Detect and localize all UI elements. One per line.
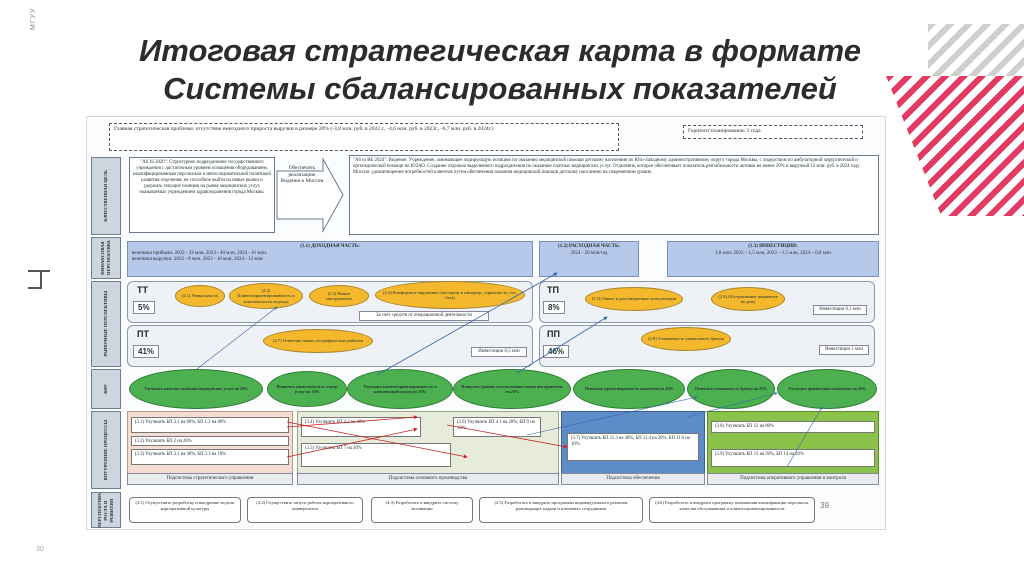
internal-process: (3.5) Улучшить БП 7 на 20% bbox=[301, 443, 451, 467]
kfu-oval: Повысить уникальность и спектр услуг на … bbox=[267, 371, 347, 407]
kfu-oval: Повысить уровень использования новых инс… bbox=[453, 369, 571, 409]
planning-horizon: Горизонт планирования: 3 года bbox=[683, 125, 863, 139]
internal-process: (3.6) Улучшить БП 4.1 на 20%, БП 9 на 10… bbox=[453, 417, 541, 437]
market-oval: (2.3) Новые инструменты bbox=[309, 285, 369, 307]
page-number: 30 bbox=[36, 546, 44, 553]
subsystem-strategic: Подсистема стратегического управления bbox=[127, 473, 293, 485]
doc-page-number: 39 bbox=[820, 501, 829, 510]
decorative-stripes-gray bbox=[928, 24, 1024, 76]
growth-item: (4.1) Осуществить разработку и внедрение… bbox=[129, 497, 241, 523]
internal-process: (3.9) Улучшить БП 13 на 20%, БП 14 на 20… bbox=[711, 449, 875, 467]
growth-item: (4.2) Осуществить запуск работы корпорат… bbox=[247, 497, 363, 523]
segment-pt-share: 41% bbox=[133, 345, 160, 358]
as-is-box: "AS IS 2020": Структурное подразделение … bbox=[129, 157, 275, 233]
subsystem-control: Подсистема оперативного управления и кон… bbox=[707, 473, 879, 485]
row-label-financial: ФИНАНСОВАЯ ПЕРСПЕКТИВА bbox=[91, 237, 121, 279]
internal-process: (3.1) Улучшить БП 3.1 на 80%, БП 1.2 на … bbox=[131, 417, 289, 433]
market-oval: (2.2) Клиентоориентированность и комплек… bbox=[229, 283, 303, 309]
internal-process: (3.8) Улучшить БП 12 на 80% bbox=[711, 421, 875, 433]
market-oval: (2.4) Комфортное окружение (экстерьер и … bbox=[375, 281, 525, 309]
segment-pp-share: 46% bbox=[543, 345, 570, 358]
fin-income-bar: (1.1) ДОХОДНАЯ ЧАСТЬ: величина прибыли: … bbox=[127, 241, 533, 277]
subsystem-production: Подсистема основного производства bbox=[297, 473, 559, 485]
market-oval: (2.7) Освоение новых географических райо… bbox=[263, 329, 373, 353]
internal-process: (3.7) Улучшить БП 11.3 на 40%, БП 11.4 н… bbox=[567, 433, 699, 461]
kfu-oval: Улучшить финансовые показатели на 20% bbox=[777, 369, 877, 409]
internal-process: (3.2) Улучшить БП 2 на 20% bbox=[131, 436, 289, 446]
segment-tp-share: 8% bbox=[543, 301, 565, 314]
market-oval: (2.6) Обслуживание пациентов на дому bbox=[711, 287, 785, 311]
kfu-oval: Повысить узнаваемость бренда на 20% bbox=[687, 369, 775, 409]
decorative-stripes-pink bbox=[886, 76, 1024, 216]
growth-item: (4.6) Разработать и внедрить программу п… bbox=[649, 497, 815, 523]
row-label-growth: ПЕРСПЕКТИВА РОСТА И РАЗВИТИЯ bbox=[91, 492, 121, 528]
strategy-map-image: Главная стратегическая проблема: отсутст… bbox=[86, 116, 886, 530]
segment-pp: ПП bbox=[547, 329, 560, 339]
arrow-shape bbox=[275, 157, 345, 233]
to-be-box: "AS to BE 2024": Видение: Учреждение, за… bbox=[349, 155, 879, 235]
row-label-market: РЫНОЧНЫЕ ПЕРСПЕКТИВЫ bbox=[91, 281, 121, 367]
segment-tt-share: 5% bbox=[133, 301, 155, 314]
segment-tp: ТП bbox=[547, 285, 559, 295]
row-label-quality-goal: КАЧЕСТВЕННАЯ ЦЕЛЬ bbox=[91, 157, 121, 235]
connector-arrows bbox=[196, 272, 823, 468]
row-label-kfu: КФУ bbox=[91, 369, 121, 409]
side-label: МГУУ bbox=[30, 7, 37, 30]
fin-expense-bar: (1.2) РАСХОДНАЯ ЧАСТЬ: 2024 - 20 млн/год bbox=[539, 241, 639, 277]
market-oval: (2.8) Узнаваемость уникального бренда bbox=[641, 327, 731, 351]
kfu-oval: Улучшить клиентоориентированность и комп… bbox=[347, 369, 453, 409]
growth-item: (4.5) Разработать и внедрить программы и… bbox=[479, 497, 643, 523]
strategic-problem: Главная стратегическая проблема: отсутст… bbox=[109, 123, 619, 151]
growth-item: (4.3) Разработать и внедрить систему мот… bbox=[371, 497, 473, 523]
kfu-oval: Улучшить качество оказания медицинских у… bbox=[129, 369, 263, 409]
market-investment: Инвестиции 1 млн bbox=[819, 345, 869, 355]
market-oval: (2.5) Очные и дистанционные консультации bbox=[585, 287, 683, 311]
market-investment: Инвестиции 0,1 млн bbox=[813, 305, 867, 315]
fin-invest-bar: (1.3) ИНВЕСТИЦИИ: 3,8 млн: 2022 – 1,5 мл… bbox=[667, 241, 879, 277]
market-investment: Инвестиции 0,5 млн bbox=[471, 347, 527, 357]
kfu-oval: Повысить удовлетворенность пациентов на … bbox=[573, 369, 685, 409]
market-oval: (2.1) Уникальность bbox=[175, 285, 225, 307]
arrow-note: Обеспечить реализацию Видения и Миссии bbox=[280, 165, 324, 184]
subsystem-support: Подсистема обеспечения bbox=[561, 473, 705, 485]
market-note: За счет средств от операционной деятельн… bbox=[359, 311, 489, 321]
segment-pt: ПТ bbox=[137, 329, 149, 339]
page-title: Итоговая стратегическая карта в формате … bbox=[139, 33, 861, 106]
row-label-internal: ВНУТРЕННИЕ ПРОЦЕССЫ bbox=[91, 411, 121, 489]
side-mark bbox=[28, 270, 50, 290]
segment-tt: ТТ bbox=[137, 285, 148, 295]
